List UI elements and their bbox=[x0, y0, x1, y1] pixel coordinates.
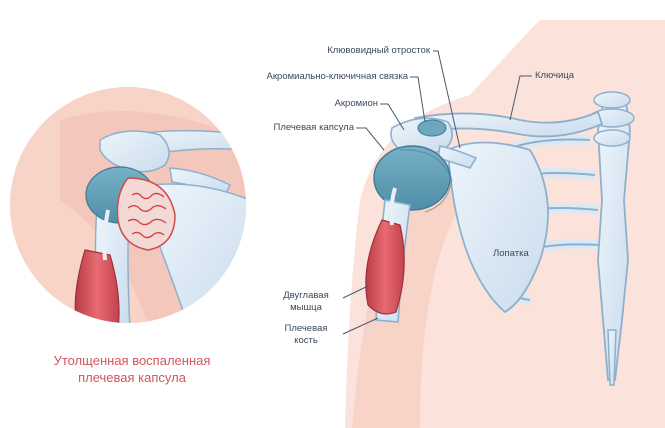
caption-line1: Утолщенная воспаленная bbox=[53, 353, 211, 368]
label-humerus: Плечевая кость bbox=[270, 323, 342, 347]
biceps-tendon bbox=[389, 187, 397, 226]
leader-capsule bbox=[356, 127, 385, 151]
inflammation-marks bbox=[127, 192, 167, 239]
label-clavicle: Ключица bbox=[535, 70, 574, 81]
leader-biceps bbox=[342, 285, 369, 299]
label-humerus-line2: кость bbox=[294, 335, 318, 346]
leader-coracoid bbox=[433, 50, 461, 149]
spine bbox=[589, 91, 635, 386]
label-scapula: Лопатка bbox=[493, 248, 529, 259]
label-humerus-line1: Плечевая bbox=[284, 323, 328, 334]
clavicle-bone bbox=[413, 110, 604, 138]
label-coracoid: Клювовидный отросток bbox=[327, 45, 430, 56]
leader-humerus bbox=[342, 317, 379, 335]
scapula-bone bbox=[447, 141, 549, 314]
leader-lines bbox=[342, 50, 532, 335]
inflamed-capsule bbox=[116, 177, 176, 251]
label-ac-ligament: Акромиально-ключичная связка bbox=[266, 71, 408, 82]
leader-acromion bbox=[380, 103, 405, 131]
capsule-outline bbox=[399, 149, 453, 213]
acromion-zoom bbox=[99, 130, 170, 173]
label-capsule: Плечевая капсула bbox=[273, 122, 355, 133]
biceps-muscle-zoom bbox=[74, 249, 120, 323]
arm-shade bbox=[352, 160, 470, 428]
label-acromion: Акромион bbox=[334, 98, 378, 109]
ac-ligament-shape bbox=[417, 119, 447, 137]
biceps-tendon-zoom bbox=[102, 209, 110, 261]
label-biceps-line2: мышца bbox=[290, 302, 322, 313]
label-biceps-line1: Двуглавая bbox=[283, 290, 329, 301]
leader-clavicle bbox=[509, 75, 532, 121]
label-biceps: Двуглавая мышца bbox=[270, 290, 342, 314]
inflamed-capsule-caption: Утолщенная воспаленная плечевая капсула bbox=[22, 352, 242, 386]
zoom-inset bbox=[10, 87, 246, 323]
biceps-muscle bbox=[365, 219, 405, 315]
caption-line2: плечевая капсула bbox=[78, 370, 186, 385]
leader-ac-ligament bbox=[410, 76, 426, 123]
